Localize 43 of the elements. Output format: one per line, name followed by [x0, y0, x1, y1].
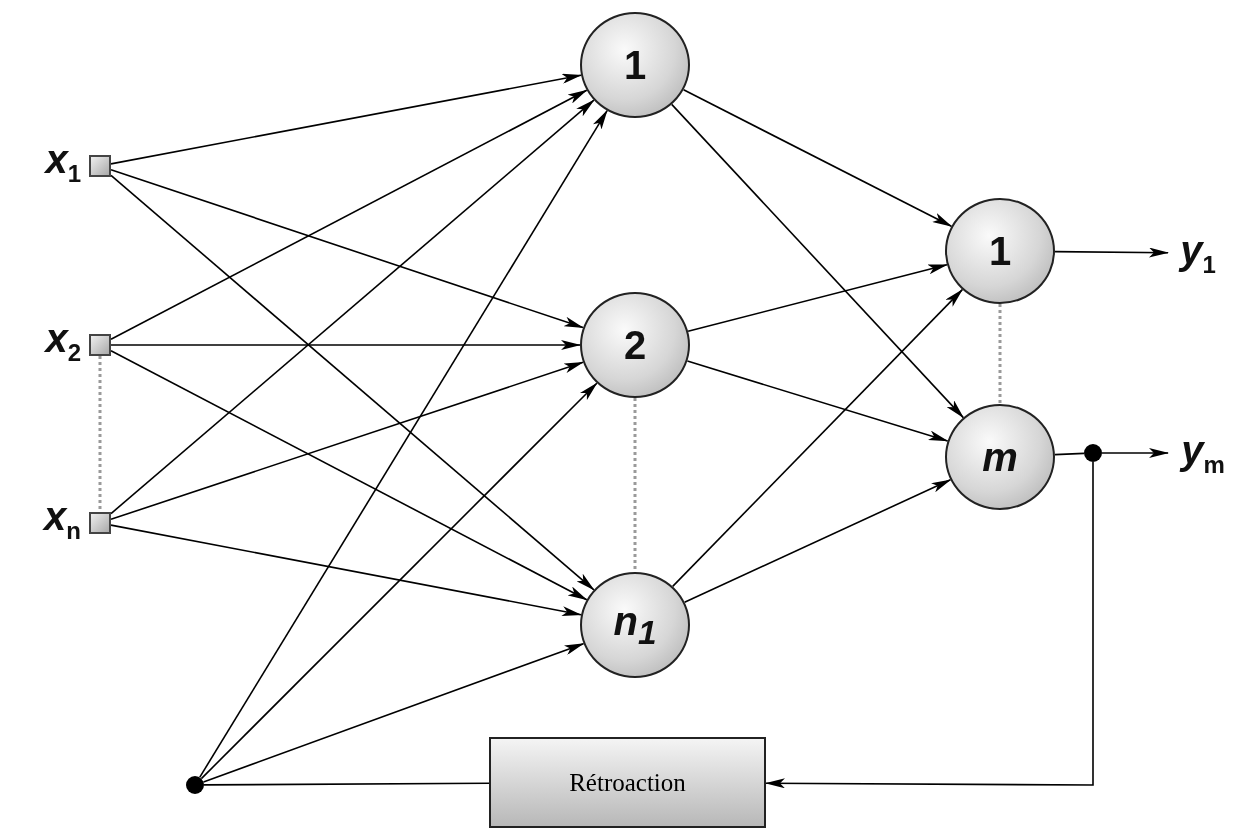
neuron-number: m: [982, 434, 1018, 480]
arrow: [1101, 448, 1169, 458]
neuron-number: 1: [988, 228, 1012, 274]
arrow: [1054, 247, 1169, 258]
junction-dot: [1084, 444, 1102, 462]
neuron-number: 2: [623, 322, 647, 368]
arrow: [110, 361, 584, 521]
connector-line: [1054, 452, 1085, 456]
arrow: [683, 479, 952, 603]
arrow: [110, 168, 584, 329]
arrow: [110, 340, 581, 350]
input-square: [89, 334, 111, 356]
arrow: [110, 99, 595, 515]
arrow: [671, 288, 964, 588]
arrow: [110, 89, 588, 340]
arrow: [202, 642, 585, 783]
neuron-number: n$_{1}$: [613, 598, 657, 652]
arrow: [686, 360, 949, 442]
arrow: [110, 174, 595, 591]
input-label: x$_{2}$: [45, 316, 81, 367]
arrow: [110, 73, 582, 165]
input-square: [89, 155, 111, 177]
output-label: y$_{m}$: [1181, 427, 1225, 479]
box-label: Rétroaction: [569, 768, 686, 797]
connector-line: [203, 782, 490, 786]
dotted-line: [998, 304, 1002, 404]
dotted-line: [98, 356, 102, 512]
dotted-line: [633, 398, 637, 572]
arrow: [200, 382, 598, 780]
process-box: [489, 737, 766, 828]
neuron-number: 1: [623, 42, 647, 88]
arrow: [687, 263, 948, 333]
arrow: [765, 461, 1094, 789]
arrow: [110, 350, 588, 601]
input-label: x$_{n}$: [44, 494, 81, 545]
junction-dot: [186, 776, 204, 794]
arrow: [198, 109, 608, 779]
input-square: [89, 512, 111, 534]
arrow: [670, 103, 965, 419]
output-label: y$_{1}$: [1180, 227, 1216, 279]
arrow: [110, 524, 582, 617]
arrow: [682, 89, 953, 227]
input-label: x$_{1}$: [45, 137, 81, 188]
